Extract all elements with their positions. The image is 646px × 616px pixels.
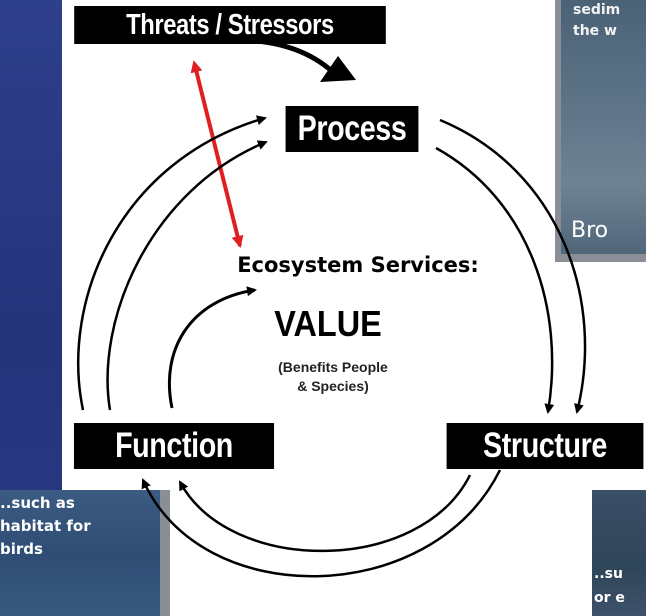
ecosystem-services-heading: Ecosystem Services: <box>237 253 479 277</box>
caption-line: habitat for <box>0 517 91 535</box>
caption-line: birds <box>0 540 43 558</box>
photo-top-right-caption: sedim the w <box>573 0 620 42</box>
process-to-structure-outer-arrow <box>439 118 587 414</box>
photo-bottom-left: ..such as habitat for birds <box>0 490 170 616</box>
structure-label: Structure <box>446 423 644 469</box>
photo-top-right-large-text: Bro <box>571 218 609 243</box>
caption-line: the w <box>573 23 617 39</box>
photo-bottom-right: ..su or e <box>592 490 646 616</box>
process-label: Process <box>285 106 419 152</box>
caption-line: ..su <box>594 566 623 582</box>
photo-bottom-right-caption: ..su or e <box>594 562 625 610</box>
threats-to-process-arrow <box>234 37 338 77</box>
threats-stressors-label: Threats / Stressors <box>74 6 386 44</box>
function-to-value-arrow <box>167 286 257 409</box>
function-to-process-outer-arrow <box>76 115 267 411</box>
caption-line: sedim <box>573 2 621 18</box>
benefits-note: (Benefits People & Species) <box>243 358 423 396</box>
benefits-line-1: (Benefits People <box>278 359 388 375</box>
process-to-structure-inner-arrow <box>435 146 555 414</box>
structure-to-function-outer-arrow <box>141 469 502 578</box>
threats-arrowhead <box>320 56 356 82</box>
structure-to-function-inner-arrow <box>178 474 472 553</box>
photo-top-right: sedim the w Bro <box>555 0 646 262</box>
benefits-line-2: & Species) <box>297 378 369 394</box>
value-label: VALUE <box>274 303 382 344</box>
caption-line: ..such as <box>0 494 75 512</box>
caption-line: or e <box>594 590 625 606</box>
threats-services-link-arrow <box>190 60 244 248</box>
function-label: Function <box>73 423 275 469</box>
function-to-process-inner-arrow <box>106 140 268 411</box>
photo-bottom-left-caption: ..such as habitat for birds <box>0 492 91 561</box>
